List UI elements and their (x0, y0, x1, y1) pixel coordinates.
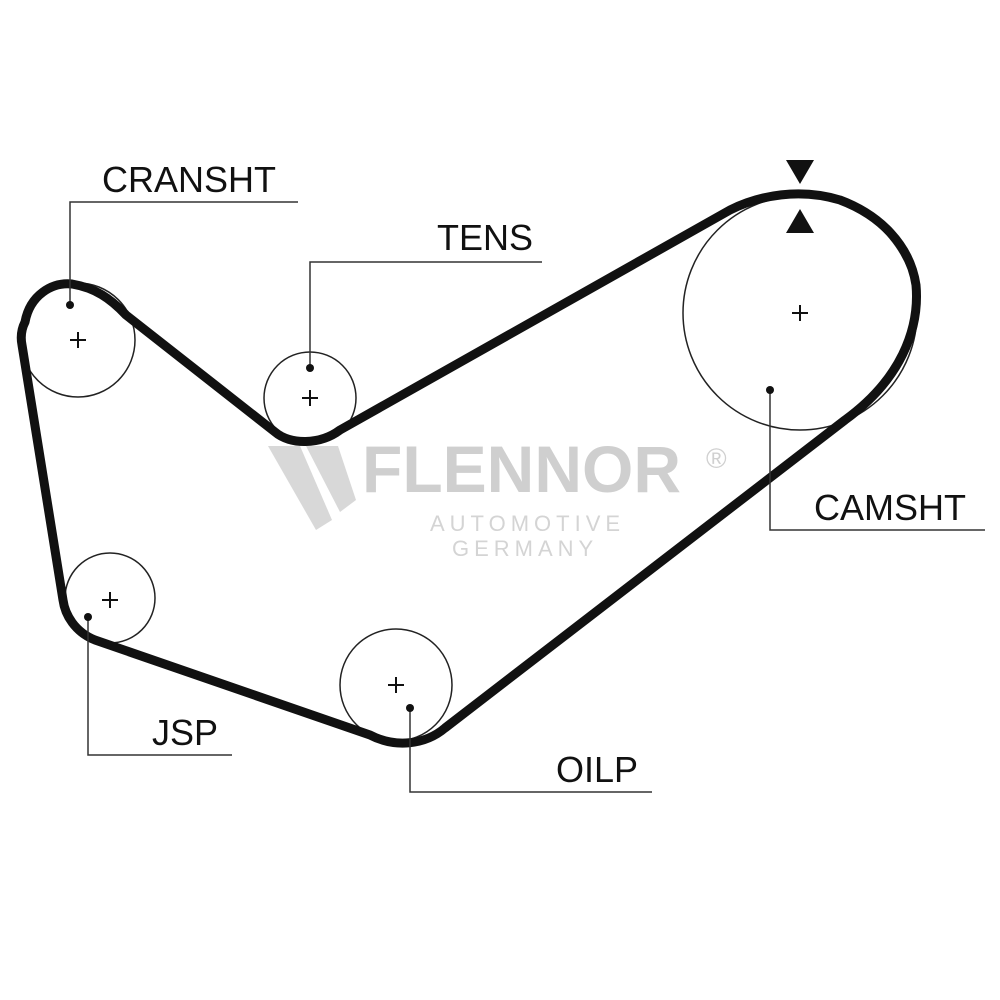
jackshaft-center-cross (102, 592, 118, 608)
oil-pump-leader-dot (406, 704, 414, 712)
leader-dots (66, 301, 774, 712)
tensioner-leader-dot (306, 364, 314, 372)
pulley-center-marks (70, 305, 808, 693)
watermark-brand: FLENNOR (362, 432, 681, 506)
oil-pump-label: OILP (556, 749, 638, 790)
watermark-line-automotive: AUTOMOTIVE (430, 511, 625, 536)
jackshaft-label: JSP (152, 712, 218, 753)
flennor-watermark: FLENNOR ® AUTOMOTIVE GERMANY (268, 432, 727, 561)
oil-pump-leader-line (409, 708, 652, 793)
timing-mark (786, 160, 814, 233)
oil-pump-center-cross (388, 677, 404, 693)
timing-belt (16, 189, 921, 748)
crankshaft-label: CRANSHT (102, 159, 276, 200)
crankshaft-leader-line (69, 201, 298, 302)
timing-mark-top-triangle (786, 160, 814, 184)
camshaft-center-cross (792, 305, 808, 321)
tensioner-label: TENS (437, 217, 533, 258)
tensioner-leader-line (309, 261, 542, 368)
crankshaft-leader-dot (66, 301, 74, 309)
timing-mark-bottom-triangle (786, 209, 814, 233)
crankshaft-center-cross (70, 332, 86, 348)
jackshaft-leader-dot (84, 613, 92, 621)
camshaft-leader-dot (766, 386, 774, 394)
tensioner-center-cross (302, 390, 318, 406)
watermark-line-germany: GERMANY (452, 536, 598, 561)
camshaft-label: CAMSHT (814, 487, 966, 528)
flennor-logo-mark (268, 446, 332, 530)
camshaft-leader-line (769, 390, 985, 531)
jackshaft-leader-line (87, 617, 232, 756)
flennor-logo-mark-2 (306, 446, 356, 512)
watermark-registered-mark: ® (706, 443, 727, 474)
